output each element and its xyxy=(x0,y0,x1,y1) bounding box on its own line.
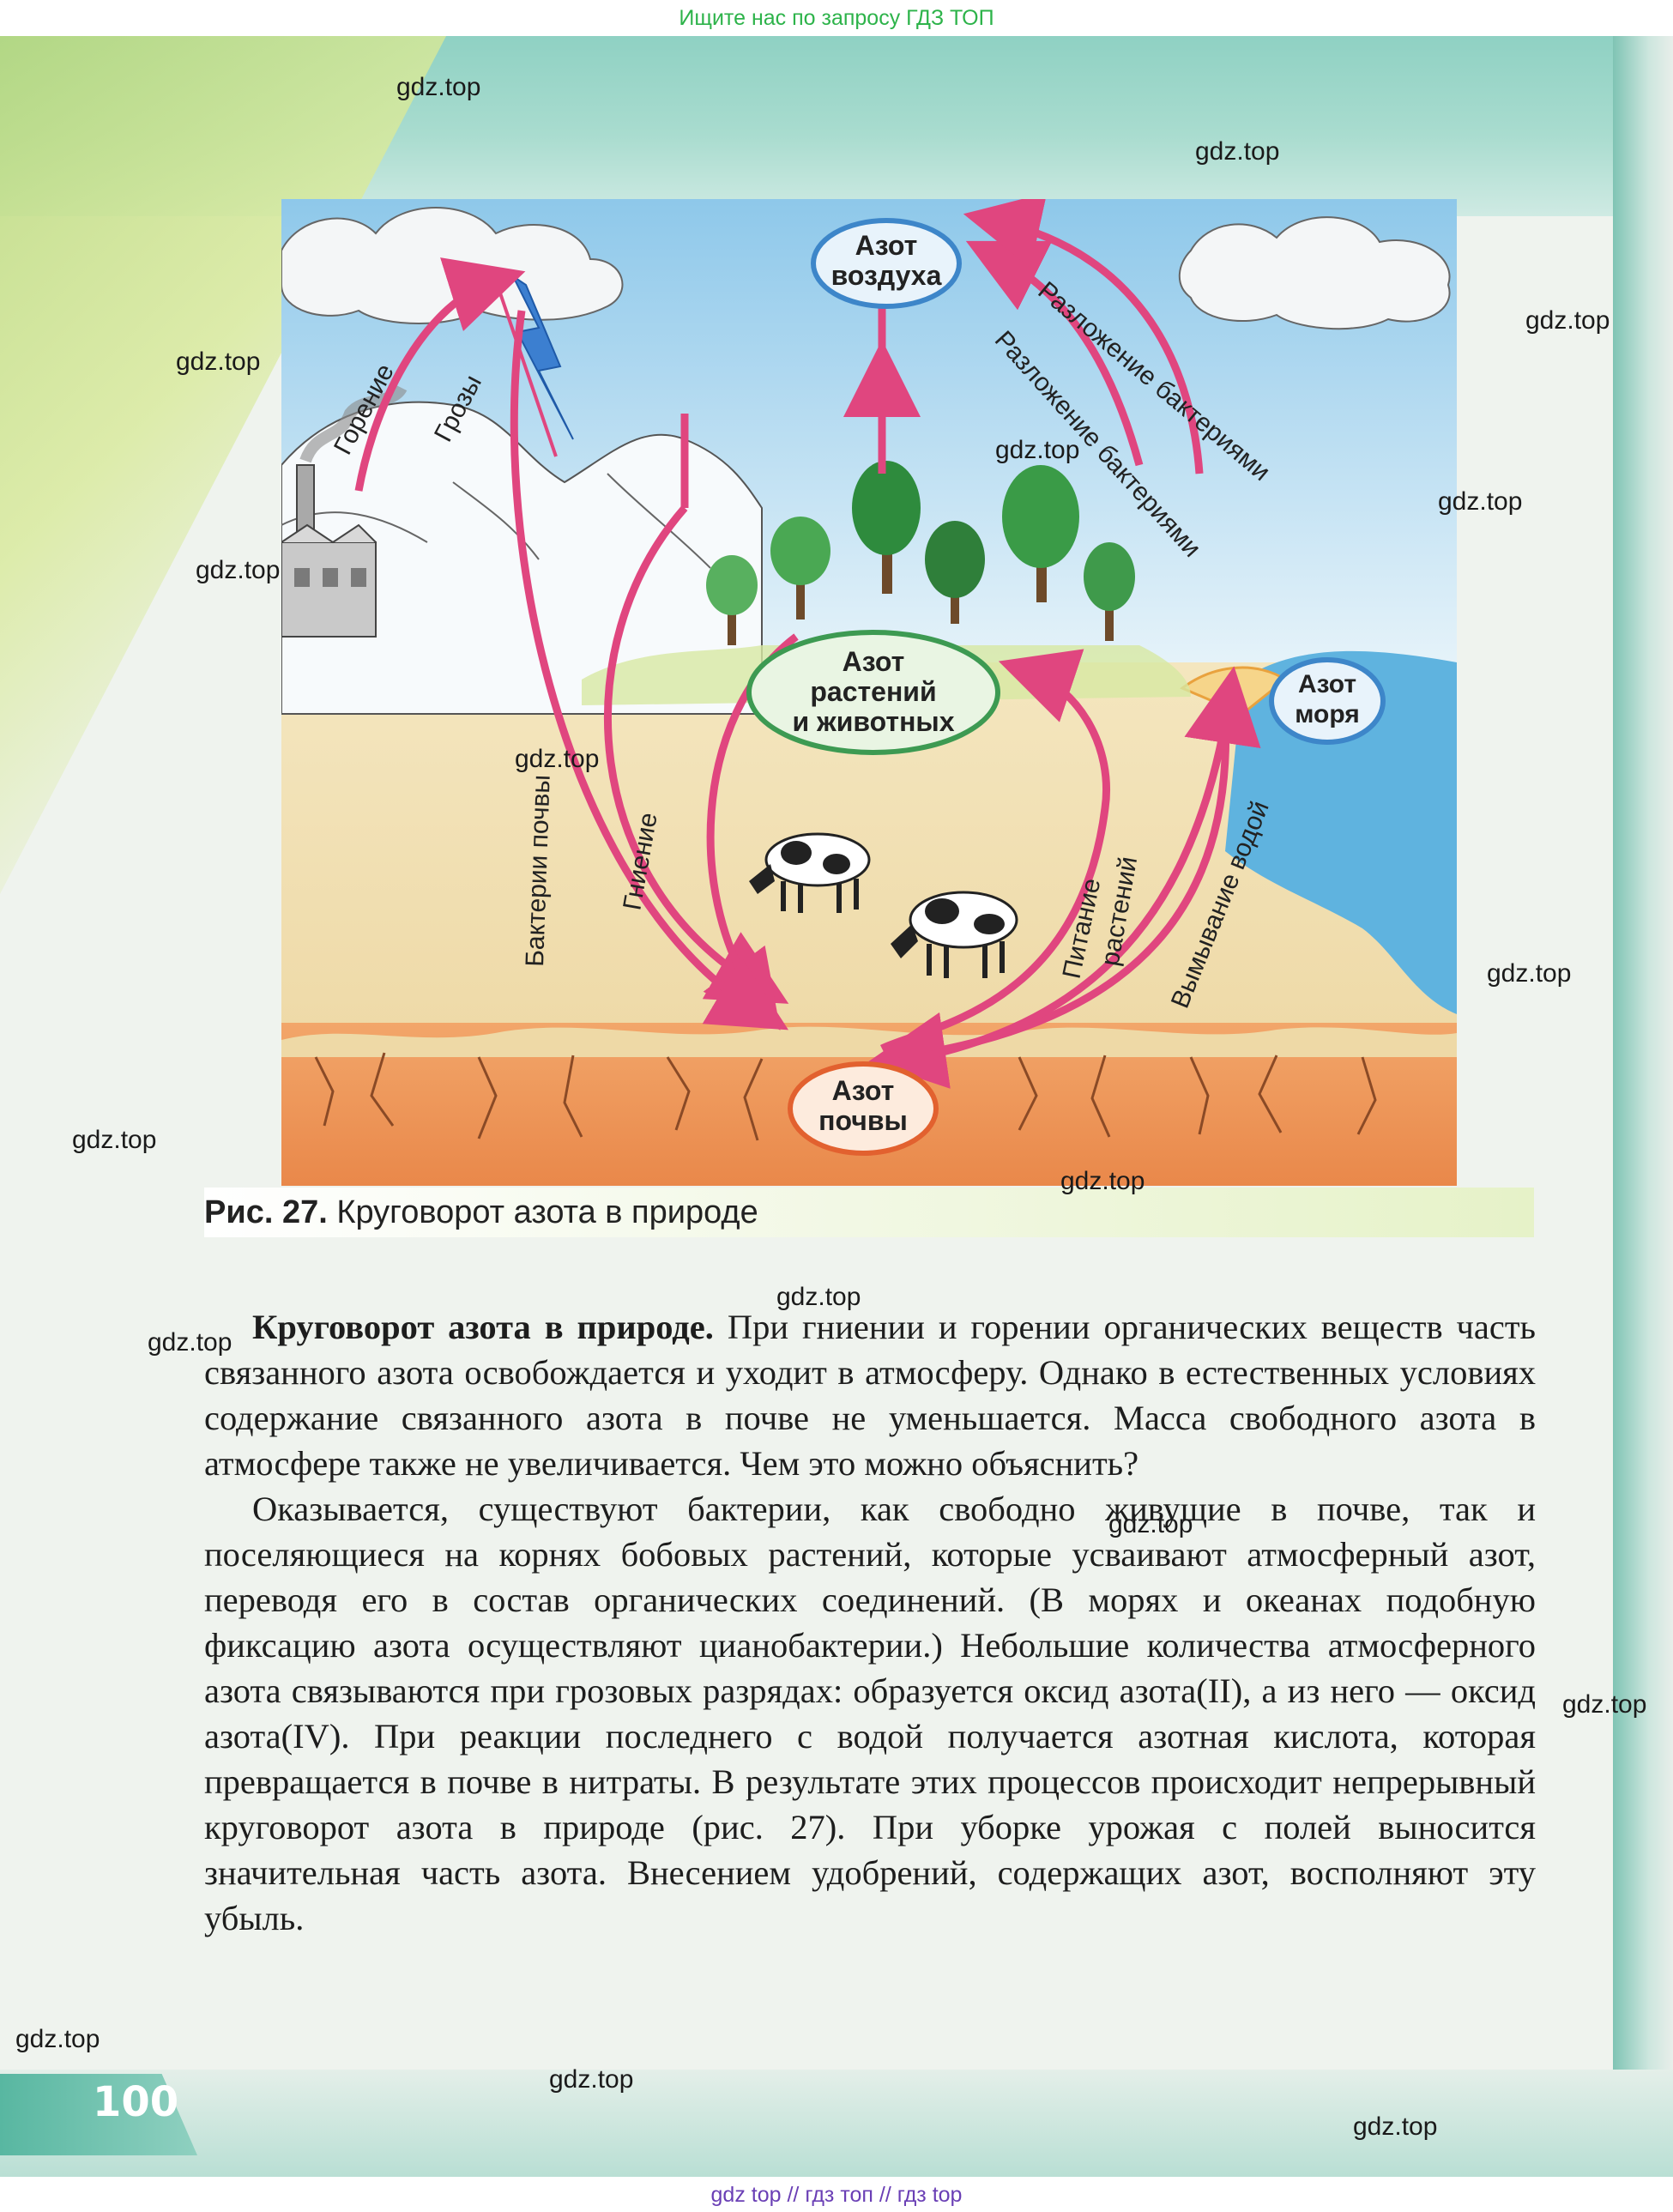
node-air-line1: Азот xyxy=(855,230,918,261)
cycle-arrows xyxy=(354,199,1261,1089)
cows xyxy=(749,832,1018,978)
watermark: gdz.top xyxy=(1562,1690,1647,1719)
watermark: gdz.top xyxy=(1525,306,1610,335)
node-plants-line2: растений xyxy=(810,676,936,707)
paragraph-1: Круговорот азота в природе. При гниении … xyxy=(204,1304,1536,1486)
node-sea-line1: Азот xyxy=(1298,670,1356,698)
bottom-banner[interactable]: gdz top // гдз топ // гдз top xyxy=(710,2183,963,2207)
node-plants-line3: и животных xyxy=(792,706,954,737)
node-plants-nitrogen: Азот растений и животных xyxy=(746,630,1000,755)
watermark: gdz.top xyxy=(196,556,281,584)
watermark: gdz.top xyxy=(1195,137,1280,166)
watermark: gdz.top xyxy=(515,745,600,773)
node-sea-line2: моря xyxy=(1295,700,1360,728)
node-soil-line2: почвы xyxy=(818,1105,908,1136)
node-soil-line1: Азот xyxy=(832,1075,895,1106)
paragraph-2: Оказывается, существуют бактерии, как св… xyxy=(204,1490,1536,1937)
watermark: gdz.top xyxy=(148,1328,233,1357)
watermark: gdz.top xyxy=(549,2065,634,2094)
watermark: gdz.top xyxy=(1060,1167,1145,1195)
figure-caption: Рис. 27. Круговорот азота в природе xyxy=(204,1188,1534,1237)
watermark: gdz.top xyxy=(1108,1510,1193,1538)
watermark: gdz.top xyxy=(776,1283,861,1311)
watermark: gdz.top xyxy=(1353,2112,1438,2141)
factory xyxy=(281,384,408,638)
page-edge xyxy=(1613,36,1673,2177)
caption-text: Круговорот азота в природе xyxy=(336,1194,758,1230)
watermark: gdz.top xyxy=(15,2025,100,2053)
node-plants-line1: Азот xyxy=(843,646,905,677)
label-soil-bacteria: Бактерии почвы xyxy=(521,774,556,967)
watermark: gdz.top xyxy=(1438,487,1523,516)
watermark: gdz.top xyxy=(995,436,1080,464)
node-air-line2: воздуха xyxy=(831,260,942,291)
watermark: gdz.top xyxy=(396,73,481,101)
nitrogen-cycle-figure: Азот воздуха Азот растений и животных Аз… xyxy=(281,199,1457,1186)
paragraph-1-text: При гниении и горении органических вещес… xyxy=(204,1308,1536,1483)
watermark: gdz.top xyxy=(1487,959,1572,988)
top-banner[interactable]: Ищите нас по запросу ГДЗ ТОП xyxy=(679,6,994,30)
watermark: gdz.top xyxy=(176,348,261,376)
node-soil-nitrogen: Азот почвы xyxy=(788,1061,939,1156)
node-sea-nitrogen: Азот моря xyxy=(1269,657,1386,745)
caption-label: Рис. 27. xyxy=(204,1194,328,1230)
node-air-nitrogen: Азот воздуха xyxy=(811,218,962,309)
soil-cracks xyxy=(314,1052,1377,1141)
footer-band xyxy=(0,2070,1673,2177)
page-number-tab xyxy=(0,2074,197,2155)
watermark: gdz.top xyxy=(72,1126,157,1154)
paragraph-1-lead: Круговорот азота в природе. xyxy=(252,1308,714,1346)
body-text: Круговорот азота в природе. При гниении … xyxy=(204,1304,1536,1941)
page-number: 100 xyxy=(93,2078,179,2126)
